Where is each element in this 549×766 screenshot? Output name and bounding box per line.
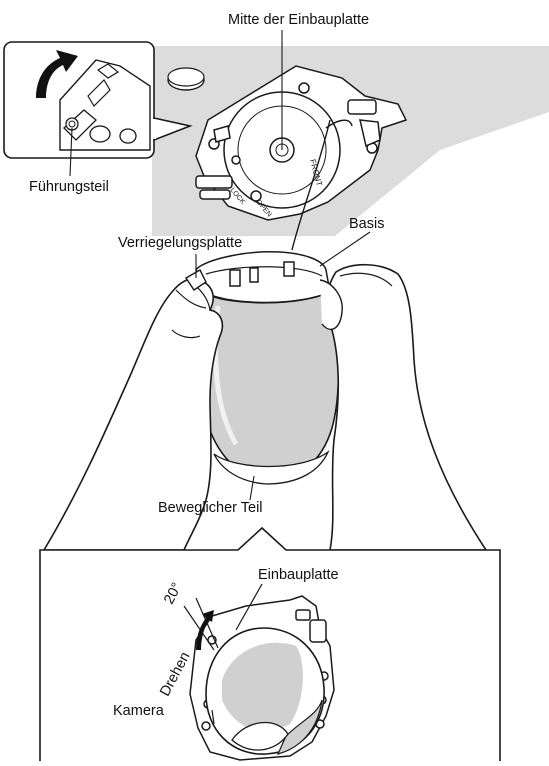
guide-part-label: Führungsteil	[29, 180, 109, 195]
lock-plate-label: Verriegelungsplatte	[118, 236, 242, 251]
camera-base	[196, 252, 330, 303]
mounting-plate-center-label: Mitte der Einbauplatte	[228, 13, 369, 28]
mounting-plate-label: Einbauplatte	[258, 568, 339, 583]
movable-part-label: Beweglicher Teil	[158, 501, 263, 516]
camera-label: Kamera	[113, 704, 164, 719]
base-label: Basis	[349, 217, 384, 232]
right-hand	[320, 265, 486, 550]
